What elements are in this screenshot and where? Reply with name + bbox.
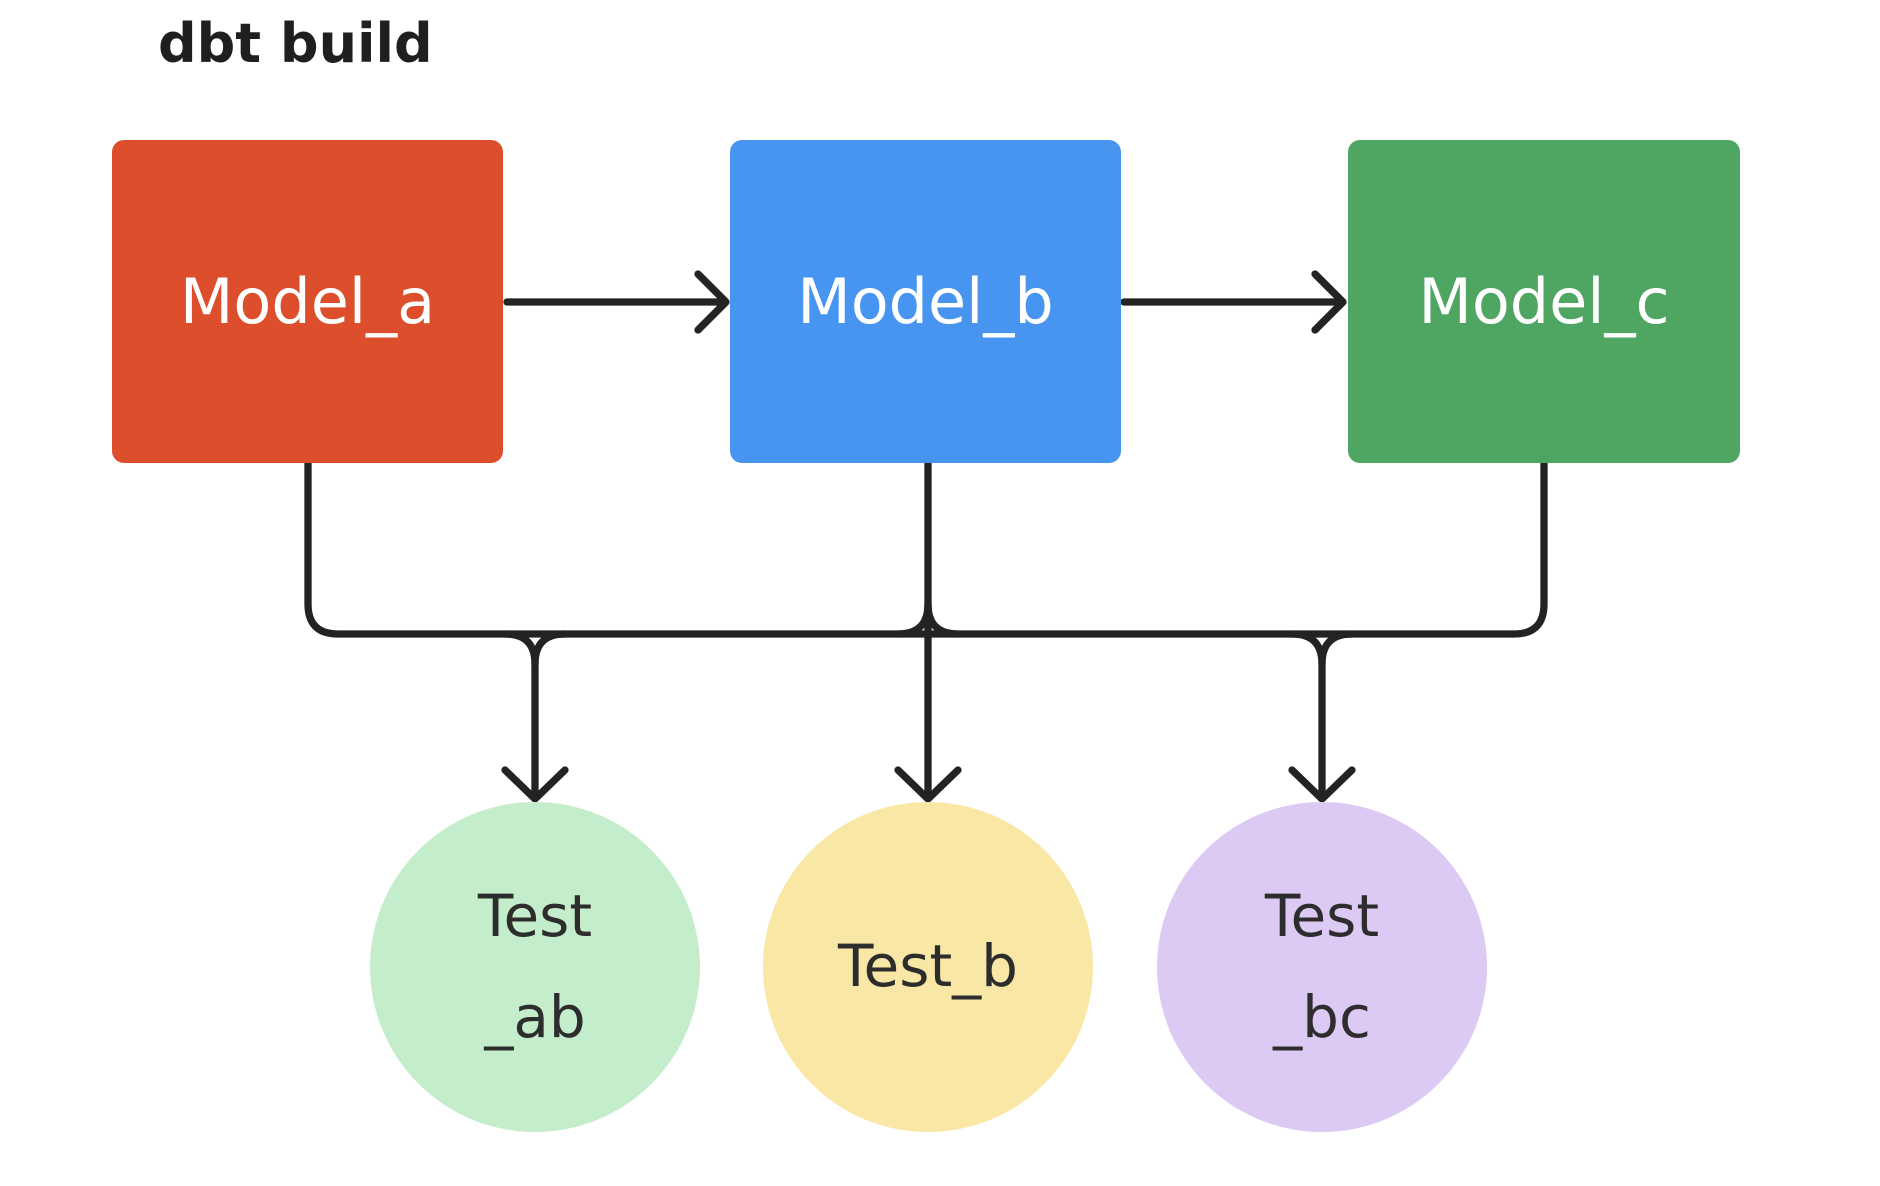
node-test-bc-label-line2: _bc: [1273, 983, 1371, 1051]
arrowhead-test-b-icon: [894, 766, 962, 803]
node-test-ab-label-line2: _ab: [484, 983, 586, 1051]
node-test-b-label: Test_b: [837, 932, 1019, 1001]
node-model-b-label: Model_b: [797, 265, 1054, 338]
node-test-b: Test_b: [763, 802, 1093, 1132]
edge-branch-test-ab-left-fillet: [501, 630, 539, 668]
arrowhead-test-ab-icon: [501, 766, 569, 803]
diagram-title: dbt build: [158, 12, 433, 75]
node-model-a: Model_a: [112, 140, 503, 463]
node-model-a-label: Model_a: [179, 265, 436, 338]
arrowhead-test-bc-icon: [1288, 766, 1356, 803]
node-model-b: Model_b: [730, 140, 1121, 463]
node-model-c-label: Model_c: [1418, 265, 1670, 338]
node-test-bc: Test _bc: [1157, 802, 1487, 1132]
node-test-ab-label-line1: Test: [477, 881, 593, 950]
edge-branch-test-ab-right-fillet: [531, 630, 569, 668]
node-test-ab: Test _ab: [370, 802, 700, 1132]
edge-model-b-right-fillet: [924, 600, 962, 638]
node-test-bc-label-line1: Test: [1264, 881, 1380, 950]
edge-model-b-left-fillet: [894, 600, 932, 638]
edge-branch-test-bc-left-fillet: [1288, 630, 1326, 668]
arrowhead-model-c-icon: [1311, 270, 1347, 334]
node-model-c: Model_c: [1348, 140, 1740, 463]
edge-branch-test-bc-right-fillet: [1318, 630, 1356, 668]
edge-trunk: [304, 459, 1548, 638]
arrowhead-model-b-icon: [694, 270, 730, 334]
